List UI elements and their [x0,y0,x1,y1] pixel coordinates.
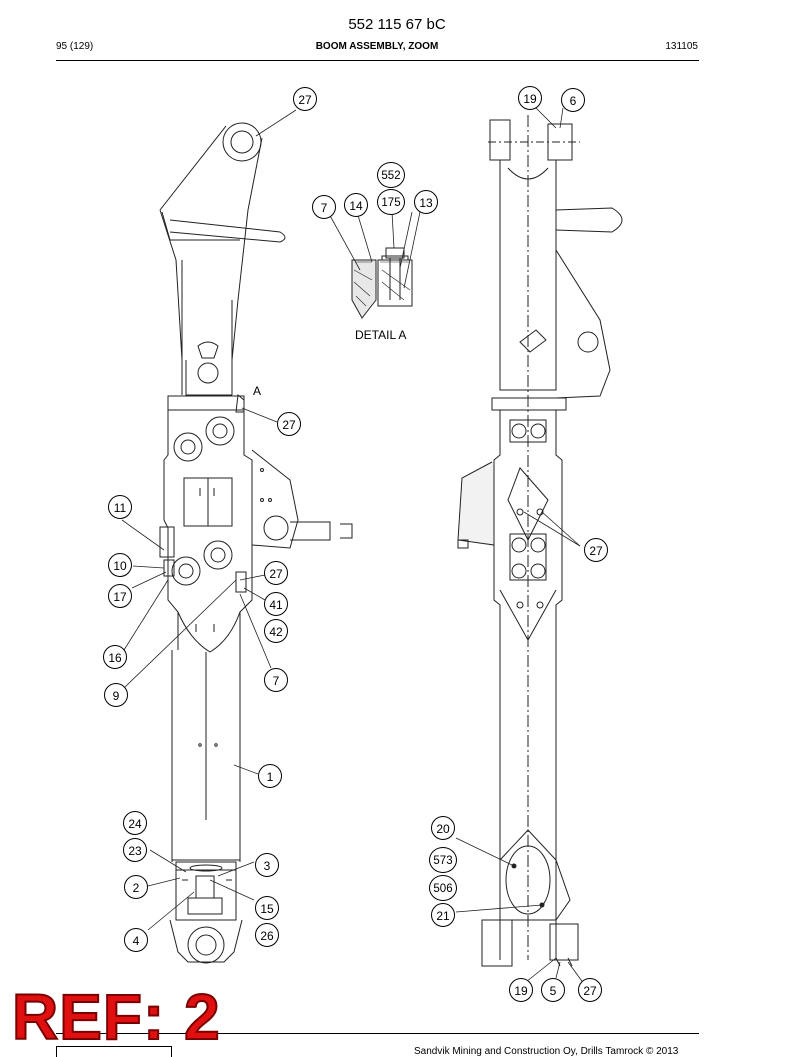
drawing-code: 131105 [665,41,698,52]
callout-10: 10 [108,553,132,577]
callout-2: 2 [124,875,148,899]
callout-7-lower: 7 [264,668,288,692]
callout-175: 175 [377,189,405,215]
view-marker-a: A [253,384,262,398]
page-number: 95 (129) [56,41,94,52]
callout-23: 23 [123,838,147,862]
callout-573: 573 [429,847,457,873]
callout-27-bottom: 27 [578,978,602,1002]
callout-20: 20 [431,816,455,840]
header-divider [56,60,699,61]
callout-5: 5 [541,978,565,1002]
callout-506: 506 [429,875,457,901]
leader-lines [121,103,585,985]
detail-a-view [351,247,413,319]
callout-4: 4 [124,928,148,952]
callout-3: 3 [255,853,279,877]
left-boom-view [159,122,353,964]
callout-24: 24 [123,811,147,835]
callout-41: 41 [264,592,288,616]
reference-stamp: REF: 2 [11,981,221,1053]
callout-13: 13 [414,190,438,214]
callout-27-right: 27 [584,538,608,562]
document-number: 552 115 67 bC [348,16,446,33]
callout-9: 9 [104,683,128,707]
footer-copyright: Sandvik Mining and Construction Oy, Dril… [414,1046,679,1057]
callout-11: 11 [108,495,132,519]
callout-16: 16 [103,645,127,669]
callout-14: 14 [344,193,368,217]
callout-26: 26 [255,923,279,947]
callout-17: 17 [108,584,132,608]
callout-42: 42 [264,619,288,643]
callout-19-lower: 19 [509,978,533,1002]
callout-15: 15 [255,896,279,920]
callout-19: 19 [518,86,542,110]
brand-logo [56,1046,172,1057]
callout-7: 7 [312,195,336,219]
callout-27: 27 [293,87,317,111]
callout-27-upper: 27 [277,412,301,436]
callout-27-mid: 27 [264,561,288,585]
callout-6: 6 [561,88,585,112]
page-title: BOOM ASSEMBLY, ZOOM [315,41,439,52]
footer-divider [56,1033,699,1034]
callout-21: 21 [431,903,455,927]
callout-552: 552 [377,162,405,188]
detail-a-label: DETAIL A [355,328,407,342]
callout-1: 1 [258,764,282,788]
